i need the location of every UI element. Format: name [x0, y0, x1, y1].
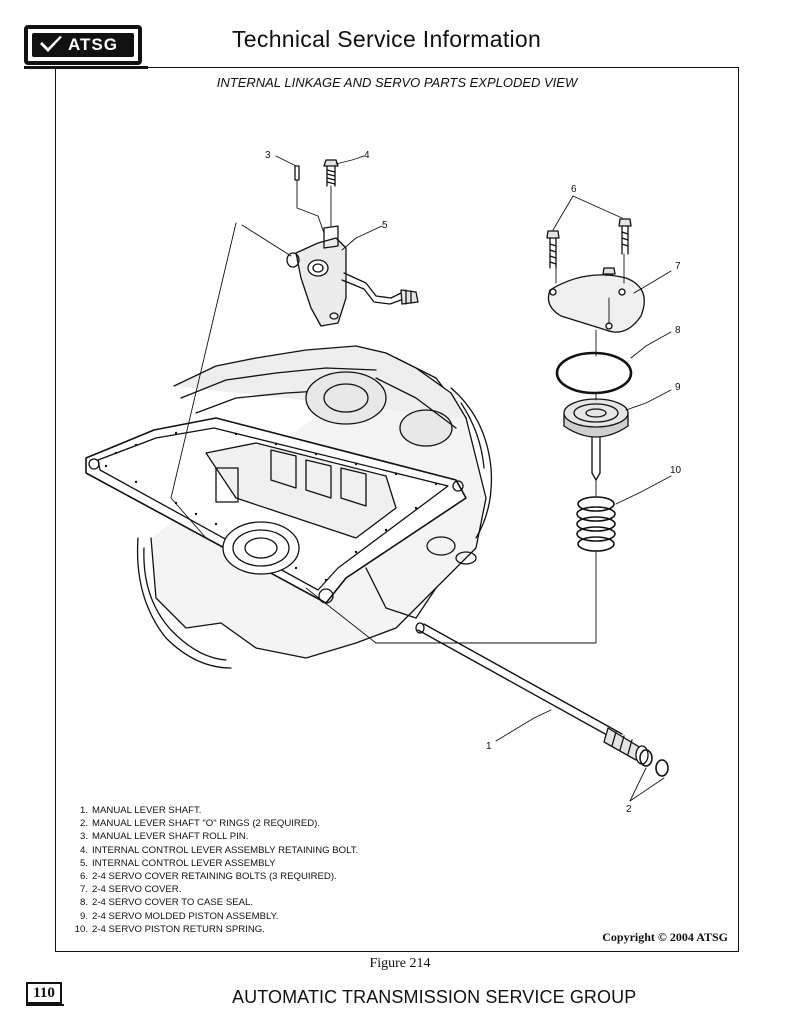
o-ring-1 — [639, 749, 653, 767]
parts-legend: 1.MANUAL LEVER SHAFT. 2.MANUAL LEVER SHA… — [66, 804, 359, 936]
legend-item: 4.INTERNAL CONTROL LEVER ASSEMBLY RETAIN… — [79, 844, 359, 856]
figure-frame: 3 4 5 6 7 8 9 10 1 2 INTERNAL LINKAGE AN… — [55, 67, 739, 952]
callout-2: 2 — [626, 804, 632, 815]
legend-item: 1.MANUAL LEVER SHAFT. — [79, 805, 202, 816]
callout-10: 10 — [670, 465, 682, 476]
atsg-logo: ATSG — [24, 25, 142, 65]
callout-8: 8 — [675, 325, 681, 336]
page-title: Technical Service Information — [232, 26, 542, 52]
callout-7: 7 — [675, 261, 681, 272]
figure-caption: Figure 214 — [369, 956, 431, 971]
transmission-case — [85, 345, 493, 669]
manual-lever-shaft — [415, 622, 649, 765]
callout-9: 9 — [675, 382, 681, 393]
legend-item: 10.2-4 SERVO PISTON RETURN SPRING. — [74, 923, 265, 935]
legend-item: 2.MANUAL LEVER SHAFT "O" RINGS (2 REQUIR… — [79, 818, 321, 830]
page-number: 110 — [26, 982, 62, 1004]
callout-4: 4 — [364, 150, 370, 161]
callout-1: 1 — [486, 741, 492, 752]
legend-item: 5.INTERNAL CONTROL LEVER ASSEMBLY — [79, 857, 276, 869]
legend-item: 6.2-4 SERVO COVER RETAINING BOLTS (3 REQ… — [79, 871, 337, 883]
checkmark-logo-icon — [40, 36, 62, 52]
internal-control-lever — [286, 225, 419, 327]
o-ring-2 — [655, 759, 669, 777]
legend-item: 8.2-4 SERVO COVER TO CASE SEAL. — [79, 897, 254, 909]
footer-text: AUTOMATIC TRANSMISSION SERVICE GROUP — [232, 987, 637, 1007]
legend-item: 7.2-4 SERVO COVER. — [79, 884, 182, 896]
logo-text: ATSG — [68, 35, 118, 54]
legend-item: 9.2-4 SERVO MOLDED PISTON ASSEMBLY. — [79, 910, 279, 922]
roll-pin — [294, 165, 300, 181]
servo-cover — [547, 274, 645, 333]
callout-5: 5 — [382, 220, 388, 231]
page-number-underline — [26, 1004, 64, 1006]
servo-cover-seal — [555, 351, 633, 395]
legend-item: 3.MANUAL LEVER SHAFT ROLL PIN. — [79, 831, 249, 843]
callout-3: 3 — [265, 150, 271, 161]
servo-piston — [563, 398, 629, 481]
callout-6: 6 — [571, 184, 577, 195]
retaining-bolt — [323, 159, 339, 187]
exploded-view-drawing: 3 4 5 6 7 8 9 10 1 2 — [85, 150, 682, 815]
copyright-notice: Copyright © 2004 ATSG — [602, 930, 728, 944]
servo-return-spring — [576, 496, 616, 552]
figure-title: INTERNAL LINKAGE AND SERVO PARTS EXPLODE… — [216, 75, 578, 90]
